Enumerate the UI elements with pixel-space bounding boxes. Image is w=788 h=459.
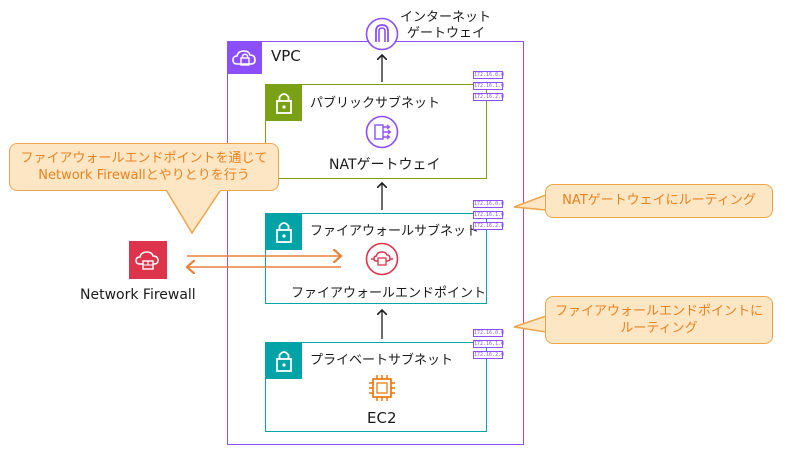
callout-fw-routing: ファイアウォールエンドポイントに ルーティング — [545, 296, 773, 344]
route-table-entry: 172.16.1.0 — [473, 211, 505, 219]
private-subnet — [265, 342, 487, 432]
callout-nat-routing: NATゲートウェイにルーティング — [545, 184, 773, 218]
vpc-cloud-lock-icon — [228, 42, 262, 74]
callout-tail-nat — [513, 193, 547, 211]
callout-tail-joint — [167, 188, 220, 191]
ec2-chip-icon[interactable] — [366, 372, 398, 404]
route-table-entry: 172.16.0.0 — [473, 329, 505, 337]
lock-icon — [266, 85, 302, 121]
network-firewall-icon[interactable] — [129, 241, 167, 279]
route-table-entry: 172.16.1.0 — [473, 82, 505, 90]
internet-gateway-label-line2: ゲートウェイ — [407, 26, 486, 41]
callout-endpoint: ファイアウォールエンドポイントを通じて Network Firewallとやりと… — [9, 143, 279, 191]
callout-endpoint-line2: Network Firewallとやりとりを行う — [38, 168, 250, 183]
nat-gateway-icon[interactable] — [365, 115, 399, 149]
callout-tail-fw — [513, 314, 547, 333]
firewall-endpoint-icon[interactable] — [365, 242, 399, 276]
lock-icon — [266, 343, 302, 379]
ec2-label: EC2 — [367, 409, 397, 427]
callout-nat-routing-text: NATゲートウェイにルーティング — [562, 193, 756, 208]
callout-fw-routing-line2: ルーティング — [620, 321, 698, 336]
route-table-entry: 172.16.0.0 — [473, 200, 505, 208]
firewall-endpoint-label: ファイアウォールエンドポイント — [291, 286, 487, 301]
firewall-subnet-label: ファイアウォールサブネット — [310, 224, 480, 239]
route-table-entry: 172.16.2.0 — [473, 351, 505, 359]
route-table-entry: 172.16.2.0 — [473, 93, 505, 101]
callout-tail-endpoint — [163, 187, 224, 235]
lock-icon — [266, 214, 302, 250]
vpc-label: VPC — [271, 47, 301, 65]
internet-gateway-label-line1: インターネット — [400, 10, 492, 25]
network-firewall-label: Network Firewall — [80, 287, 196, 303]
internet-gateway-icon[interactable] — [365, 17, 399, 51]
callout-fw-routing-line1: ファイアウォールエンドポイントに — [554, 304, 763, 319]
route-table-entry: 172.16.2.0 — [473, 222, 505, 230]
public-subnet-label: パブリックサブネット — [310, 96, 441, 111]
firewall-subnet — [265, 213, 487, 304]
route-table-entry: 172.16.0.0 — [473, 71, 505, 79]
route-table-entry: 172.16.1.0 — [473, 340, 505, 348]
private-subnet-label: プライベートサブネット — [310, 353, 454, 368]
public-subnet — [265, 84, 487, 179]
callout-endpoint-line1: ファイアウォールエンドポイントを通じて — [20, 151, 268, 166]
nat-gateway-label: NATゲートウェイ — [329, 157, 441, 173]
